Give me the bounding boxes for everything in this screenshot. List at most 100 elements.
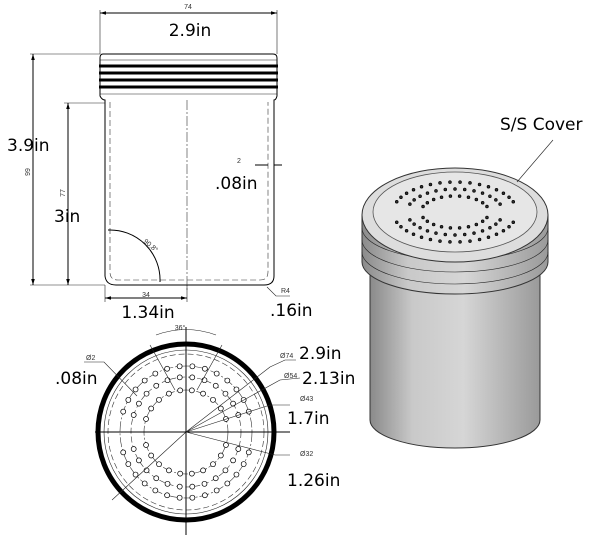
hole [494,222,498,226]
dim-height-in: 3.9in [7,136,50,156]
hole [210,461,216,468]
hole [448,194,453,198]
hole [222,467,229,474]
hole [189,483,196,490]
hole [141,480,148,487]
hole [153,382,160,389]
hole [224,377,231,384]
dim-d54-in: 2.13in [302,369,355,389]
hole [235,446,242,452]
hole [394,199,399,204]
hole [511,199,516,204]
dim-half-width-in: 1.34in [121,303,174,323]
hole [488,226,492,230]
dim-hole-in: .08in [55,369,98,389]
hole [453,187,457,191]
hole [412,198,416,202]
hole [494,232,499,237]
hole [439,195,444,200]
hole [164,365,170,372]
hole [200,467,206,474]
dim-width-in: 2.9in [169,21,212,41]
hole [156,461,162,468]
hole [212,382,219,389]
hole [399,224,403,229]
hole [411,187,416,192]
hole [189,494,196,501]
perforation-holes [120,363,252,501]
hole [472,189,476,193]
hole [439,224,444,229]
hole [486,184,491,189]
hole [448,226,453,230]
hole [399,195,403,200]
hole [176,494,183,501]
hole [189,363,196,370]
hole [152,370,159,377]
hole [136,457,142,464]
hole [474,197,479,202]
hole [480,191,485,195]
dim-d43-in: 1.7in [287,409,330,429]
hole [501,191,506,196]
dim-width-mm: 74 [184,4,192,11]
hole [136,400,142,407]
hole [125,397,132,403]
hole [434,189,438,193]
dim-d32-mm: Ø32 [300,451,313,458]
hole [245,449,252,456]
hole [511,220,516,225]
side-view: 74 2.9in 99 3.9in 77 3in 2 .08in 90.8° 3… [7,4,313,323]
hole [462,187,467,192]
hole [485,215,489,220]
hole [408,218,412,222]
hole [233,471,240,478]
bottom-view: 36° Ø2 .08in Ø74 2.9in Ø54 2.13in Ø43 1.… [55,324,355,535]
isometric-view: S/S Cover [361,115,583,449]
hole [438,181,442,185]
hole [130,412,137,418]
hole [498,218,502,222]
hole [176,483,183,490]
hole [224,480,231,487]
hole [498,202,502,206]
hole [474,222,479,227]
cover-callout: S/S Cover [500,115,583,135]
hole [177,387,184,394]
hole [477,182,482,187]
dim-body-height-mm: 77 [60,189,67,197]
hole [431,222,436,227]
hole [394,220,399,225]
hole [130,446,137,452]
hole [434,231,438,235]
hole [425,219,430,224]
hole [443,232,448,237]
dim-wall-mm: 2 [237,158,241,165]
hole [494,187,499,192]
hole [143,442,149,448]
hole [222,390,229,397]
hole [468,239,472,243]
hole [223,442,229,448]
hole [217,452,224,459]
hole [501,228,506,233]
dim-d32-in: 1.26in [287,471,340,491]
dim-body-height-in: 3in [54,207,80,227]
hole [428,182,433,187]
hole [480,219,485,224]
hole [438,239,442,243]
dim-radius-mm: R4 [281,288,290,295]
hole [164,480,171,487]
hole [507,195,511,200]
hole [457,226,462,230]
hole [156,396,162,403]
dim-pattern-angle: 36° [175,324,186,332]
hole [240,461,247,467]
hole [453,233,457,237]
hole [494,198,498,202]
hole [188,387,195,394]
dim-wall-in: .08in [215,174,258,194]
hole [419,184,424,189]
